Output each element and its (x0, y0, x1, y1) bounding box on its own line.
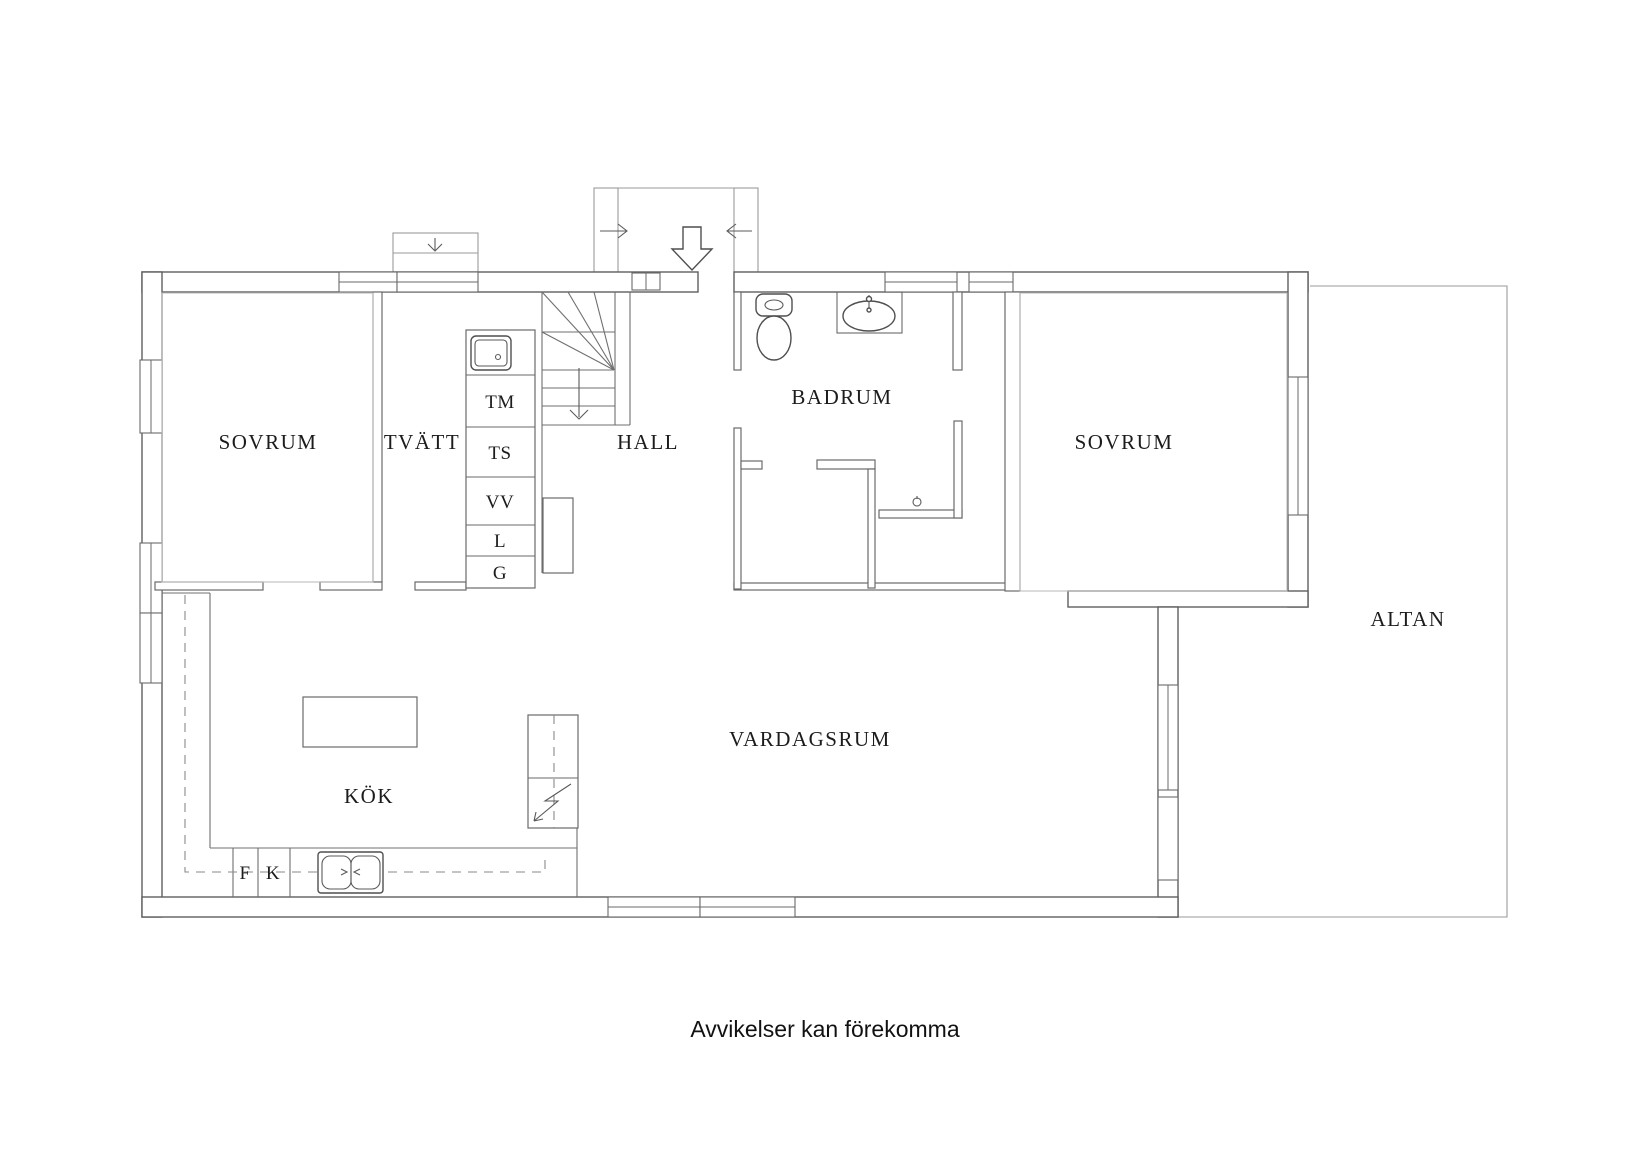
bath-sink-icon (836, 291, 903, 334)
entry-arrow-icon (670, 226, 714, 272)
room-label-hall: HALL (617, 430, 679, 454)
window-tvatt-left (338, 271, 398, 293)
window-sovrum-right (1287, 376, 1309, 516)
floor-drain-icon (912, 496, 922, 507)
stair-down-arrow-icon (569, 368, 589, 420)
room-label-kok: KÖK (344, 784, 394, 808)
closet-label-vv: VV (486, 492, 514, 513)
kitchen-label-k: K (266, 863, 280, 884)
understair-closet (542, 497, 574, 574)
closet-label-g: G (493, 563, 507, 584)
window-vardagsrum-south-2 (699, 896, 796, 918)
exterior-walls (141, 271, 1309, 918)
stove-icon (527, 714, 579, 829)
room-inner-outlines (161, 292, 1288, 592)
laundry-window-bay (392, 232, 479, 273)
porch-side-arrow-right (726, 223, 752, 239)
window-arrow-icon (427, 238, 443, 252)
room-label-badrum: BADRUM (791, 385, 892, 409)
window-vardagsrum-east (1157, 684, 1179, 791)
window-vardagsrum-south-1 (607, 896, 701, 918)
closet-label-tm: TM (485, 392, 515, 413)
room-label-sovrum-right: SOVRUM (1075, 430, 1174, 454)
window-kok-lower (139, 612, 163, 684)
windows (139, 271, 1309, 918)
staircase (541, 291, 631, 574)
terrace-door (1157, 796, 1179, 881)
window-hall-small (631, 272, 661, 291)
closet-column: TM TS VV L G (465, 329, 536, 589)
room-labels: SOVRUM TVÄTT HALL BADRUM SOVRUM KÖK VARD… (219, 385, 1445, 808)
kitchen: F K (162, 592, 579, 897)
room-label-altan: ALTAN (1370, 607, 1445, 631)
window-sovrum-left (139, 359, 163, 434)
room-label-tvatt: TVÄTT (384, 430, 460, 454)
altan-outline (1178, 285, 1508, 918)
window-kok-upper (139, 542, 163, 614)
interior-walls (154, 291, 1021, 897)
disclaimer-text: Avvikelser kan förekomma (690, 1016, 960, 1042)
porch-side-arrow-left (600, 223, 628, 239)
room-label-vardagsrum: VARDAGSRUM (729, 727, 891, 751)
closet-label-l: L (494, 531, 506, 552)
window-badrum-top (884, 271, 958, 293)
closet-label-ts: TS (488, 443, 511, 464)
window-badrum-top-2 (968, 271, 1014, 293)
laundry-sink-icon (470, 335, 512, 371)
room-label-sovrum-left: SOVRUM (219, 430, 318, 454)
entry-porch (593, 187, 759, 273)
kitchen-label-f: F (239, 863, 250, 884)
toilet-icon (755, 293, 793, 361)
window-tvatt-bay (396, 271, 479, 293)
kitchen-island (302, 696, 418, 748)
kitchen-sink-icon (317, 851, 384, 894)
